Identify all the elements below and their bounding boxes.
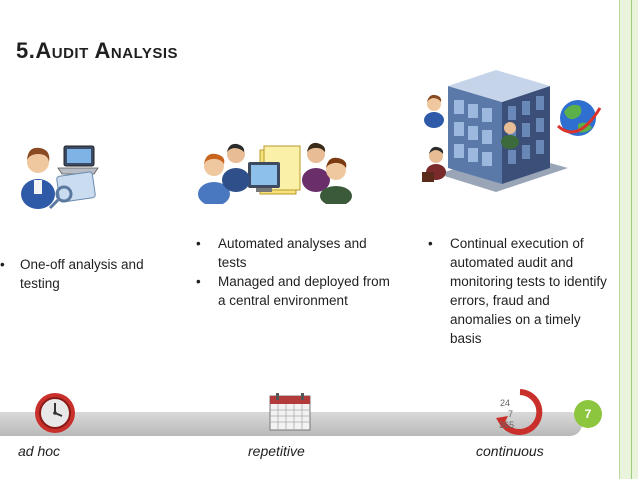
office-building-icon bbox=[422, 70, 602, 192]
cycle-number: 24 bbox=[500, 398, 511, 408]
timeline-label-repetitive: repetitive bbox=[248, 443, 305, 459]
bullet-item: One-off analysis and testing bbox=[0, 255, 170, 293]
cycle-number: 7 bbox=[508, 409, 514, 419]
slide-title: 5.Audit Analysis bbox=[16, 38, 179, 63]
bullet-item: Automated analyses and tests bbox=[196, 234, 396, 272]
side-rail bbox=[619, 0, 638, 479]
timeline-label-continuous: continuous bbox=[476, 443, 544, 459]
page-number-badge: 7 bbox=[574, 400, 602, 428]
calendar-icon bbox=[269, 393, 311, 431]
timeline-label-adhoc: ad hoc bbox=[18, 443, 61, 459]
clock-icon bbox=[35, 393, 75, 433]
bullet-item: Continual execution of automated audit a… bbox=[428, 234, 608, 348]
cycle-arrow-icon bbox=[496, 389, 543, 435]
column-adhoc: One-off analysis and testing bbox=[0, 255, 170, 293]
team-documents-icon bbox=[198, 142, 352, 204]
document-stack bbox=[248, 145, 301, 195]
column-repetitive: Automated analyses and tests Managed and… bbox=[196, 234, 396, 310]
bullet-item: Managed and deployed from a central envi… bbox=[196, 272, 396, 310]
person-laptop-icon bbox=[21, 145, 99, 210]
cycle-number: 365 bbox=[499, 420, 515, 430]
side-rail-line bbox=[631, 0, 632, 479]
column-continuous: Continual execution of automated audit a… bbox=[428, 234, 608, 348]
